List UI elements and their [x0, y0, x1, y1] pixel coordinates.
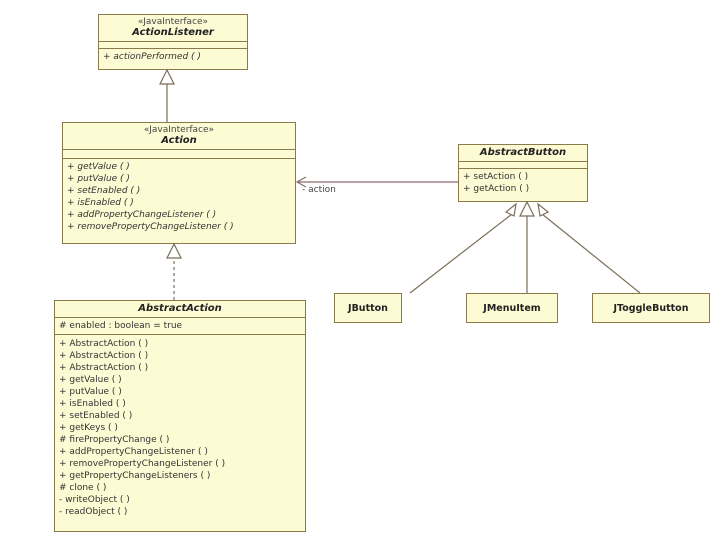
- abstractaction-operations: + AbstractAction ( ) + AbstractAction ( …: [55, 335, 305, 520]
- operation-row: # clone ( ): [59, 483, 107, 493]
- association-label: - action: [302, 185, 336, 195]
- inheritance-arrowhead-right: [537, 202, 550, 217]
- operation-row: + setAction ( ): [463, 172, 529, 182]
- action-name: Action: [161, 135, 197, 146]
- abstractbutton-attributes: [459, 162, 587, 169]
- operation-row: - writeObject ( ): [59, 495, 130, 505]
- jtogglebutton-inheritance-line: [541, 213, 641, 294]
- operation-row: + getKeys ( ): [59, 423, 118, 433]
- operation-row: + getPropertyChangeListeners ( ): [59, 471, 211, 481]
- operation-row: + removePropertyChangeListener ( ): [67, 222, 234, 232]
- operation-row: + removePropertyChangeListener ( ): [59, 459, 226, 469]
- jmenuitem-class[interactable]: JMenuItem: [466, 293, 558, 323]
- operation-row: + getValue ( ): [59, 375, 122, 385]
- inheritance-arrowhead-center: [519, 200, 535, 217]
- abstractaction-name: AbstractAction: [138, 303, 222, 314]
- jtogglebutton-class[interactable]: JToggleButton: [592, 293, 710, 323]
- jbutton-name: JButton: [348, 302, 388, 314]
- abstractaction-attributes: # enabled : boolean = true: [55, 318, 305, 335]
- operation-row: + addPropertyChangeListener ( ): [67, 210, 217, 220]
- operation-row: + AbstractAction ( ): [59, 339, 149, 349]
- operation-row: + setEnabled ( ): [67, 186, 141, 196]
- operation-row: + putValue ( ): [59, 387, 122, 397]
- jmenuitem-name: JMenuItem: [483, 302, 541, 314]
- operation-row: + addPropertyChangeListener ( ): [59, 447, 208, 457]
- actionlistener-operations: + actionPerformed ( ): [99, 49, 247, 65]
- operation-row: + isEnabled ( ): [67, 198, 134, 208]
- attribute-row: # enabled : boolean = true: [59, 321, 183, 331]
- action-operations: + getValue ( ) + putValue ( ) + setEnabl…: [63, 159, 295, 235]
- inheritance-arrowhead-left: [504, 202, 517, 217]
- actionlistener-class[interactable]: «JavaInterface» ActionListener + actionP…: [98, 14, 248, 70]
- operation-row: + AbstractAction ( ): [59, 363, 149, 373]
- association-arrowhead: [295, 176, 307, 188]
- operation-row: + setEnabled ( ): [59, 411, 133, 421]
- realization-arrowhead: [166, 242, 182, 259]
- operation-row: + actionPerformed ( ): [103, 52, 201, 62]
- generalization-arrowhead: [159, 68, 175, 85]
- operation-row: + getAction ( ): [463, 184, 530, 194]
- action-class[interactable]: «JavaInterface» Action + getValue ( ) + …: [62, 122, 296, 244]
- abstractbutton-name: AbstractButton: [479, 147, 567, 158]
- abstractbutton-header: AbstractButton: [459, 145, 587, 162]
- action-attributes: [63, 150, 295, 159]
- actionlistener-header: «JavaInterface» ActionListener: [99, 15, 247, 42]
- operation-row: + isEnabled ( ): [59, 399, 126, 409]
- operation-row: + getValue ( ): [67, 162, 130, 172]
- action-stereotype: «JavaInterface»: [143, 125, 215, 135]
- actionlistener-attributes: [99, 42, 247, 49]
- abstractbutton-class[interactable]: AbstractButton + setAction ( ) + getActi…: [458, 144, 588, 202]
- abstractaction-class[interactable]: AbstractAction # enabled : boolean = tru…: [54, 300, 306, 532]
- jbutton-inheritance-line: [409, 213, 513, 294]
- actionlistener-stereotype: «JavaInterface»: [137, 17, 209, 27]
- abstractaction-header: AbstractAction: [55, 301, 305, 318]
- operation-row: + AbstractAction ( ): [59, 351, 149, 361]
- operation-row: - readObject ( ): [59, 507, 128, 517]
- operation-row: + putValue ( ): [67, 174, 130, 184]
- actionlistener-name: ActionListener: [132, 27, 214, 38]
- abstractbutton-operations: + setAction ( ) + getAction ( ): [459, 169, 587, 197]
- jtogglebutton-name: JToggleButton: [613, 302, 689, 314]
- action-header: «JavaInterface» Action: [63, 123, 295, 150]
- jbutton-class[interactable]: JButton: [334, 293, 402, 323]
- operation-row: # firePropertyChange ( ): [59, 435, 170, 445]
